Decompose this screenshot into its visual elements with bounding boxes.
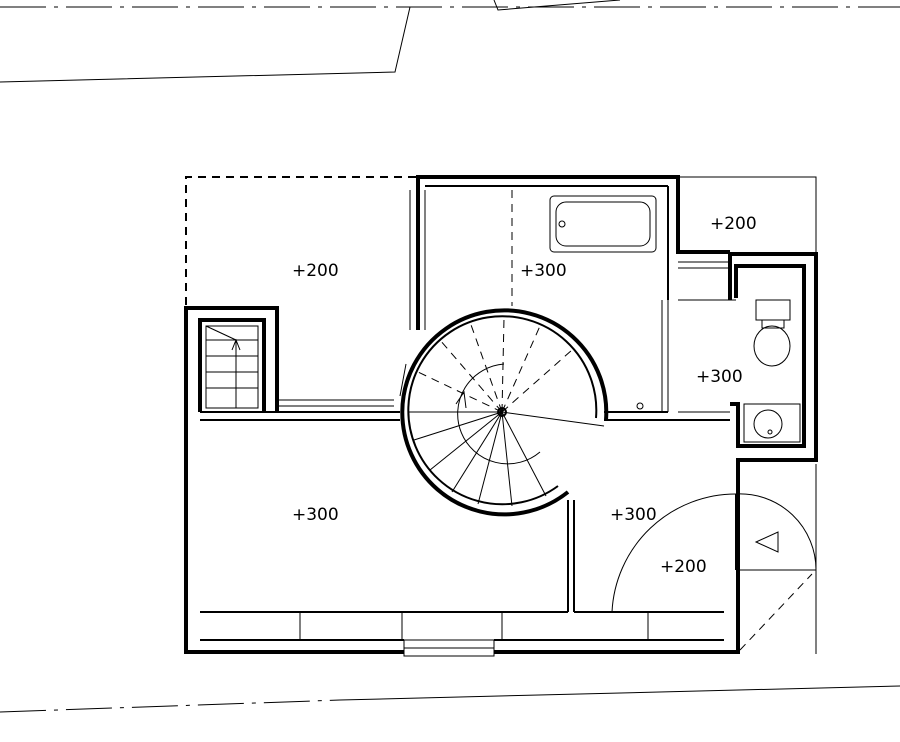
level-label-terrace-right: +200	[710, 214, 757, 234]
level-labels: +200 +300 +200 +300 +300 +300 +200	[292, 214, 757, 577]
entrance-door	[611, 493, 817, 651]
bathtub	[549, 195, 657, 253]
level-label-hall: +300	[610, 505, 657, 525]
toilet	[753, 299, 791, 367]
washbasin	[636, 402, 801, 443]
level-label-wc: +300	[696, 367, 743, 387]
terrace-outline-dashed	[185, 176, 418, 305]
terrace-outline-right	[678, 176, 817, 654]
level-label-terrace-left: +200	[292, 261, 339, 281]
level-label-living: +300	[292, 505, 339, 525]
site-boundary	[0, 0, 900, 713]
spiral-staircase	[399, 308, 609, 517]
small-stair	[205, 325, 259, 409]
level-label-entrance: +200	[660, 557, 707, 577]
exterior-walls	[184, 175, 818, 654]
bottom-windows	[200, 611, 724, 657]
interior-walls	[200, 185, 736, 612]
level-label-bath: +300	[520, 261, 567, 281]
